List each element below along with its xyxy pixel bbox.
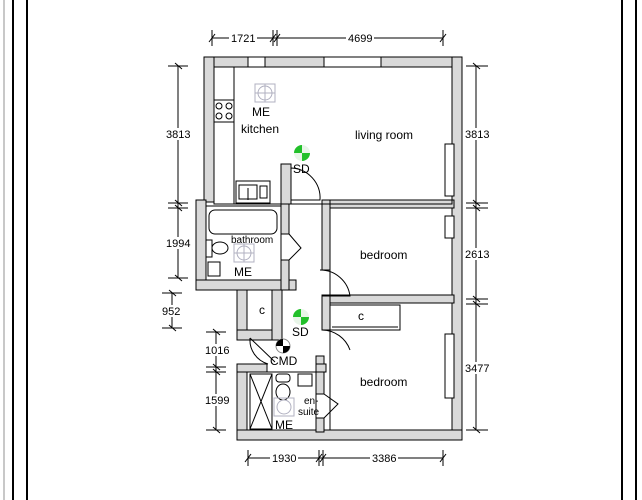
dim-left-1: 3813 [166, 129, 190, 141]
dim-left-2: 1994 [166, 238, 190, 250]
me-label-kitchen: ME [252, 105, 270, 119]
sd-label-hall: SD [292, 325, 309, 339]
frame-line-left-outer [12, 0, 14, 500]
room-label-bathroom: bathroom [231, 235, 273, 246]
dim-bottom-2: 3386 [372, 453, 396, 465]
dim-right-3: 3477 [465, 363, 489, 375]
dim-right-2: 2613 [465, 249, 489, 261]
frame-line-left-inner [26, 0, 28, 500]
dim-left-5: 1599 [205, 395, 229, 407]
dim-top-1: 1721 [231, 33, 255, 45]
room-label-ensuite-line1: en- [304, 396, 318, 407]
ensuite-fittings [249, 373, 313, 430]
room-label-bedroom-1: bedroom [360, 248, 407, 262]
windows [247, 56, 455, 399]
dimension-labels: 1721 4699 1930 3386 3813 1994 952 1016 1… [160, 32, 491, 465]
dim-left-3: 952 [162, 306, 180, 318]
doors [249, 167, 351, 419]
bedroom-cupboard [329, 304, 401, 331]
bathroom-fittings [205, 209, 278, 277]
sd-label-top: SD [293, 162, 310, 176]
cmd-icon [275, 338, 291, 354]
frame-line-right-outer [635, 0, 637, 500]
smoke-detector-icons [293, 145, 310, 325]
dim-right-1: 3813 [465, 129, 489, 141]
room-label-bedroom-2: bedroom [360, 375, 407, 389]
dim-bottom-1: 1930 [272, 453, 296, 465]
me-label-ensuite: ME [275, 418, 293, 432]
me-icons [233, 83, 295, 417]
kitchen-fittings [213, 67, 271, 204]
dim-left-4: 1016 [205, 345, 229, 357]
outer-frame-line-light [3, 0, 5, 500]
walls [195, 56, 463, 441]
frame-line-right-inner [621, 0, 623, 500]
cupboard-label-bedroom: c [358, 309, 364, 323]
dim-top-2: 4699 [348, 33, 372, 45]
me-label-bathroom: ME [234, 265, 252, 279]
room-label-kitchen: kitchen [241, 122, 279, 136]
room-label-ensuite-line2: suite [298, 407, 320, 418]
room-label-living-room: living room [355, 128, 413, 142]
cmd-label: CMD [270, 354, 298, 368]
cupboard-label-hall: c [259, 303, 265, 317]
